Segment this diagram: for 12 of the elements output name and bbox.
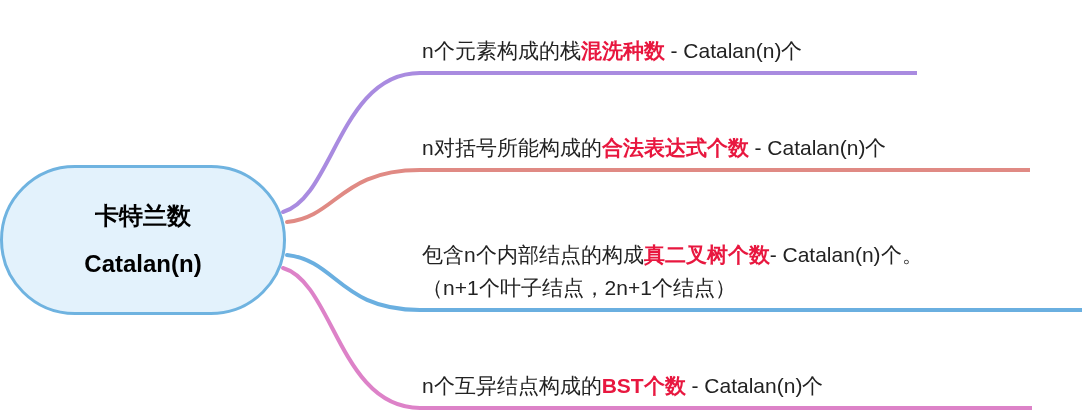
topic-text: Catalan(n) xyxy=(84,252,202,276)
branch-text: （n+1个叶子结点，2n+1个结点） xyxy=(422,277,737,298)
branch-text: n对括号所能构成的合法表达式个数 - Catalan(n)个 xyxy=(422,137,888,158)
topic-text: 卡特兰数 xyxy=(95,204,191,228)
branch-connector xyxy=(285,253,422,312)
topic-bubble xyxy=(0,165,286,315)
branch-connector xyxy=(281,266,422,410)
branch-text: n个元素构成的栈混洗种数 - Catalan(n)个 xyxy=(422,40,804,61)
branch-connector xyxy=(285,168,422,224)
branch-text: n个互异结点构成的BST个数 - Catalan(n)个 xyxy=(422,375,825,396)
branch-connector xyxy=(281,71,422,214)
branch-text: 包含n个内部结点的构成真二叉树个数- Catalan(n)个。 xyxy=(422,244,924,265)
